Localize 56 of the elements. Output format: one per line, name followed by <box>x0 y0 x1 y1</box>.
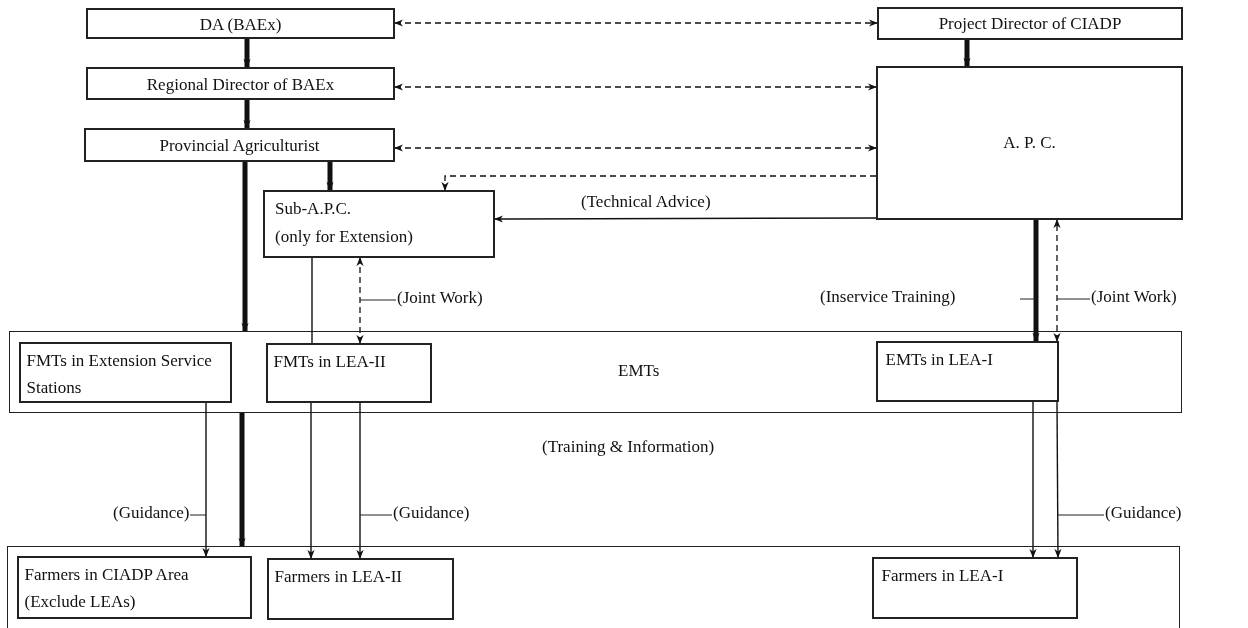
arrow <box>241 162 249 332</box>
org-box <box>86 8 395 39</box>
box-label: Farmers in LEA-I <box>881 564 1005 587</box>
arrow <box>238 413 246 547</box>
arrow <box>326 162 334 191</box>
arrow <box>356 402 364 559</box>
arrow <box>963 40 971 67</box>
group-title: EMTs <box>618 360 660 382</box>
org-box <box>18 341 232 403</box>
box-label: FMTs in Extension Service Stations <box>26 349 213 399</box>
box-label: DA (BAEx) <box>198 14 283 36</box>
org-box <box>871 556 1078 619</box>
box-label: EMTs in LEA-I <box>885 348 994 371</box>
box-label: Project Director of CIADP <box>937 13 1123 35</box>
dashed-arrow <box>441 175 877 191</box>
dashed-arrow <box>1053 219 1061 342</box>
arrow <box>202 402 210 557</box>
org-box <box>265 342 432 403</box>
arrow <box>243 100 251 129</box>
edge-label: (Inservice Training) <box>819 287 957 307</box>
group-band <box>9 331 1182 413</box>
edge-label: (Guidance) <box>112 503 191 523</box>
box-label: Provincial Agriculturist <box>158 135 321 157</box>
org-box <box>16 555 252 619</box>
edge-label: (Joint Work) <box>396 288 484 308</box>
edge-label: (Technical Advice) <box>580 192 712 212</box>
edge-label: (Guidance) <box>392 503 471 523</box>
connector-line <box>311 257 313 344</box>
arrow <box>307 402 315 559</box>
dashed-arrow <box>394 144 877 152</box>
box-label: Sub-A.P.C. <box>275 198 352 220</box>
box-label: A. P. C. <box>1002 132 1057 154</box>
org-box <box>876 66 1183 220</box>
org-box <box>875 340 1059 402</box>
box-label: Farmers in CIADP Area (Exclude LEAs) <box>24 563 190 613</box>
dashed-arrow <box>394 83 877 91</box>
arrow <box>494 215 877 223</box>
box-label: Regional Director of BAEx <box>145 74 336 96</box>
box-label: FMTs in LEA-II <box>273 350 387 373</box>
org-box <box>266 557 454 620</box>
note-label: (Training & Information) <box>541 437 716 457</box>
arrow <box>1029 401 1037 558</box>
arrow <box>243 39 251 68</box>
org-box <box>263 190 495 258</box>
org-box <box>877 7 1183 40</box>
arrow <box>1054 401 1062 558</box>
arrow <box>1032 220 1040 342</box>
org-box <box>84 128 395 162</box>
dashed-arrow <box>356 257 364 344</box>
edge-label: (Joint Work) <box>1090 287 1178 307</box>
group-band <box>7 546 1180 628</box>
box-label: Farmers in LEA-II <box>274 565 403 588</box>
edge-label: (Guidance) <box>1104 503 1183 523</box>
dashed-arrow <box>394 19 878 27</box>
box-label: (only for Extension) <box>275 226 413 248</box>
org-box <box>86 67 395 100</box>
